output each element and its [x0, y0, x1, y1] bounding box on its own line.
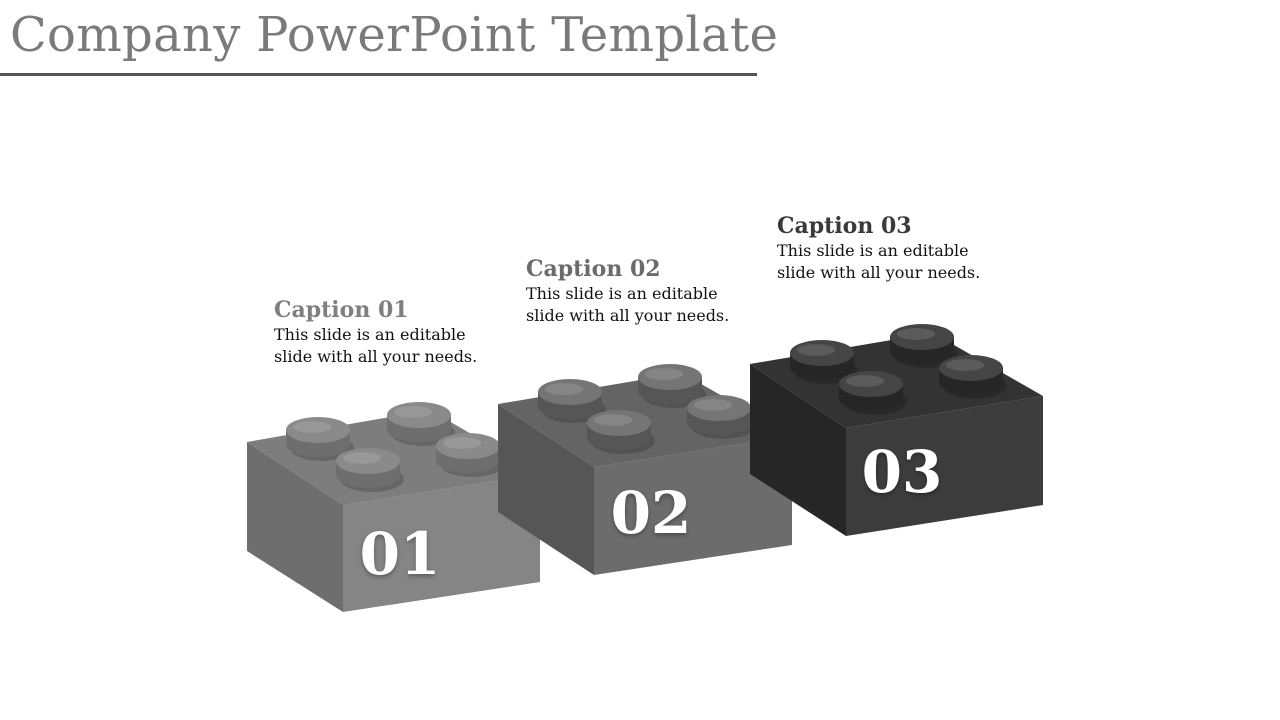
lego-stud: [538, 379, 606, 423]
lego-stud: [890, 324, 958, 368]
title-underline: [0, 73, 757, 76]
block-3-front-face: [846, 396, 1043, 536]
lego-stud: [387, 402, 455, 446]
lego-stud: [839, 371, 907, 415]
caption-3-text: This slide is an editable slide with all…: [777, 241, 981, 282]
lego-stud: [939, 355, 1007, 399]
lego-block-3: 03: [750, 324, 1043, 536]
caption-3: Caption 03 This slide is an editable sli…: [777, 212, 1017, 284]
block-2-front-face: [594, 436, 792, 575]
block-3-left-face: [750, 364, 846, 536]
caption-1: Caption 01 This slide is an editable sli…: [274, 296, 514, 368]
block-2-left-face: [498, 404, 594, 575]
lego-stud: [286, 417, 354, 461]
lego-stud: [687, 395, 755, 439]
caption-2-title: Caption 02: [526, 256, 661, 282]
caption-3-title: Caption 03: [777, 213, 912, 239]
lego-block-1: 01: [247, 402, 540, 612]
caption-2: Caption 02 This slide is an editable sli…: [526, 255, 766, 327]
caption-1-title: Caption 01: [274, 297, 409, 323]
lego-stud: [638, 364, 706, 408]
block-1-studs: [286, 402, 504, 492]
caption-2-text: This slide is an editable slide with all…: [526, 284, 730, 325]
lego-stud: [336, 448, 404, 492]
block-3-number: 03: [862, 438, 943, 506]
lego-stud: [587, 410, 655, 454]
lego-stud: [790, 340, 858, 384]
block-2-studs: [538, 364, 755, 454]
caption-1-text: This slide is an editable slide with all…: [274, 325, 478, 366]
block-1-left-face: [247, 442, 343, 612]
block-2-number: 02: [611, 479, 692, 547]
lego-block-2: 02: [498, 364, 792, 575]
lego-stud: [436, 433, 504, 477]
block-1-front-face: [343, 474, 540, 612]
slide-title: Company PowerPoint Template: [10, 7, 779, 63]
block-1-number: 01: [360, 520, 441, 588]
block-3-studs: [790, 324, 1007, 415]
